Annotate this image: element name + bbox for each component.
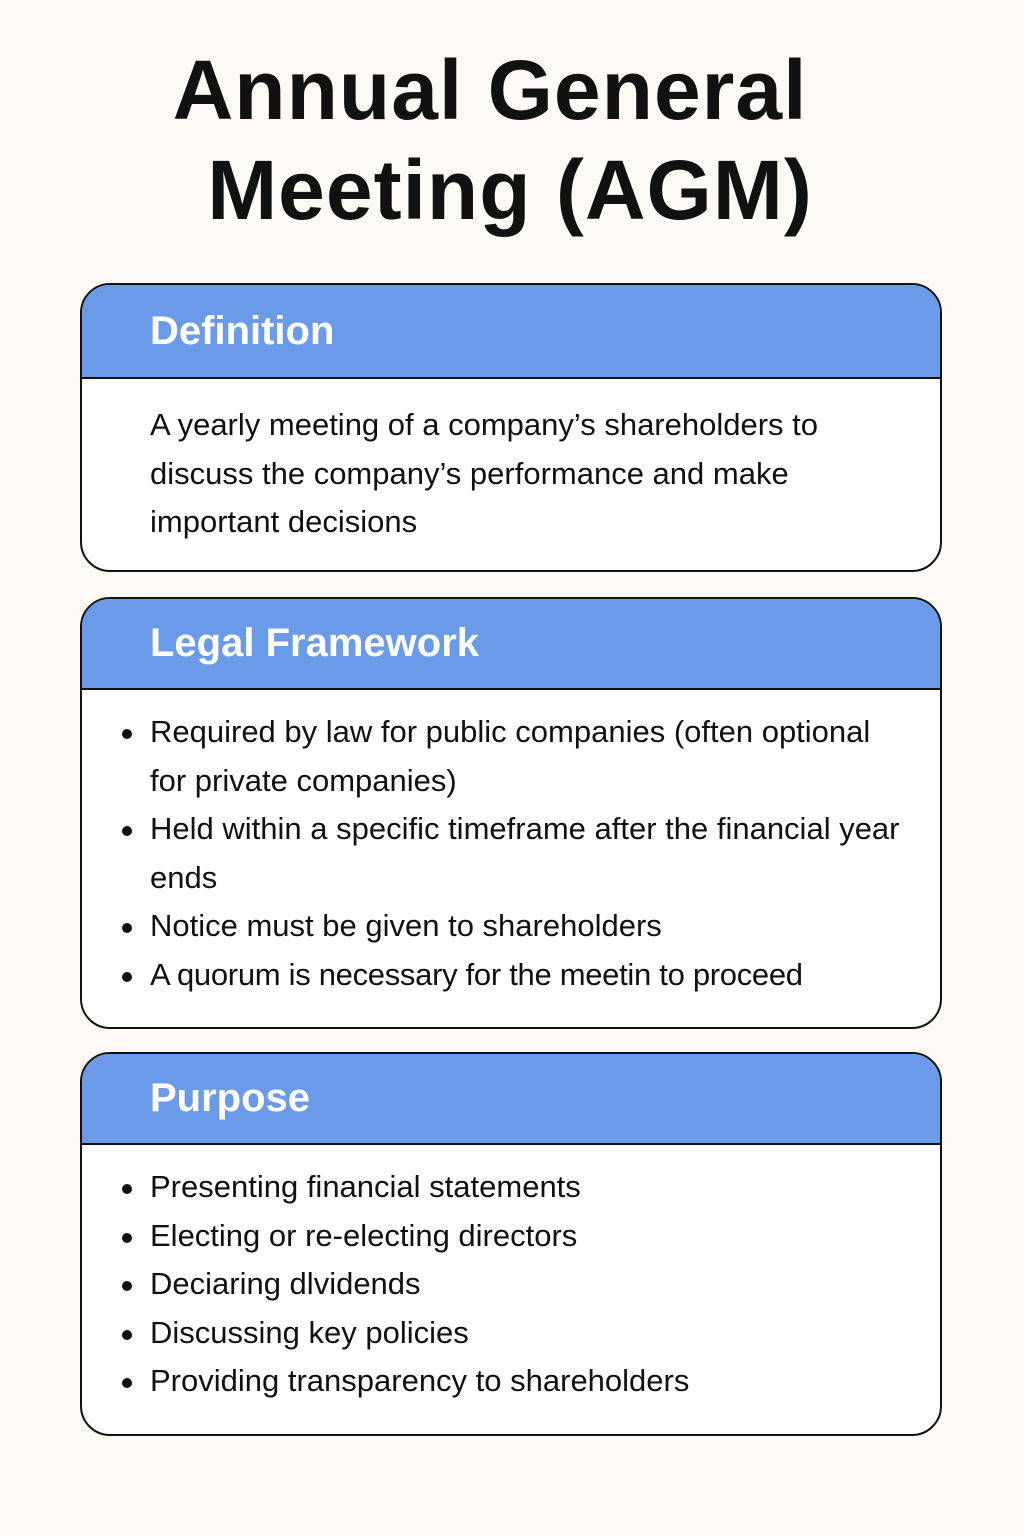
definition-heading: Definition <box>150 308 335 353</box>
title-line-1: Annual General <box>172 43 808 137</box>
list-item: Deciaring dlvidends <box>122 1260 920 1309</box>
list-item: Electing or re-electing directors <box>122 1212 920 1261</box>
legal-framework-header: Legal Framework <box>82 599 940 690</box>
definition-card: Definition A yearly meeting of a company… <box>80 283 942 572</box>
list-item: A quorum is necessary for the meetin to … <box>122 951 910 1000</box>
purpose-card: Purpose Presenting financial statements … <box>80 1052 942 1436</box>
list-item: Required by law for public companies (of… <box>122 708 910 805</box>
purpose-header: Purpose <box>82 1054 940 1145</box>
list-item: Notice must be given to shareholders <box>122 902 910 951</box>
purpose-list: Presenting financial statements Electing… <box>122 1163 920 1406</box>
page-title: Annual General Meeting (AGM) <box>0 40 980 240</box>
title-line-2: Meeting (AGM) <box>207 143 813 237</box>
list-item: Presenting financial statements <box>122 1163 920 1212</box>
definition-header: Definition <box>82 285 940 379</box>
list-item: Discussing key policies <box>122 1309 920 1358</box>
definition-text: A yearly meeting of a company’s sharehol… <box>150 407 819 539</box>
purpose-heading: Purpose <box>150 1076 311 1120</box>
list-item: Providing transparency to shareholders <box>122 1357 920 1406</box>
legal-framework-card: Legal Framework Required by law for publ… <box>80 597 942 1029</box>
legal-framework-list: Required by law for public companies (of… <box>122 708 910 1000</box>
legal-framework-heading: Legal Framework <box>150 621 480 665</box>
list-item: Held within a specific timeframe after t… <box>122 805 910 902</box>
